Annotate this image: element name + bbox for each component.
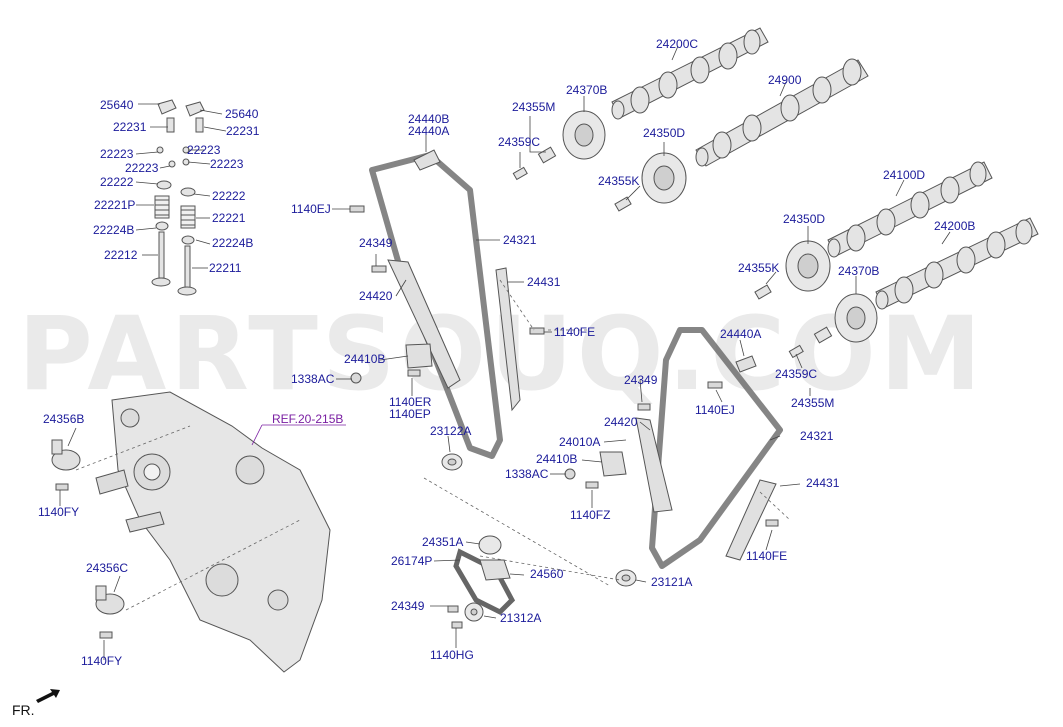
label-1140FY-top[interactable]: 1140FY	[38, 505, 80, 519]
label-24355M-mid[interactable]: 24355M	[791, 396, 835, 410]
label-22231-left[interactable]: 22231	[113, 120, 147, 134]
label-24370B-mid[interactable]: 24370B	[838, 264, 880, 278]
label-24350D-top[interactable]: 24350D	[643, 126, 686, 140]
crank-sprockets	[441, 453, 637, 622]
dashed-lines	[75, 279, 791, 611]
label-24420-mid[interactable]: 24420	[604, 415, 638, 429]
label-22212[interactable]: 22212	[104, 248, 138, 262]
label-24350D-mid[interactable]: 24350D	[783, 212, 826, 226]
label-1338AC-mid[interactable]: 1338AC	[505, 467, 549, 481]
label-23121A[interactable]: 23121A	[651, 575, 693, 589]
label-23122A[interactable]: 23122A	[430, 424, 472, 438]
label-24440A-top[interactable]: 24440A	[408, 124, 450, 138]
cvvt-24350D-top	[641, 152, 687, 204]
label-24440A-mid[interactable]: 24440A	[720, 327, 762, 341]
label-24420-top[interactable]: 24420	[359, 289, 393, 303]
label-1140ER[interactable]: 1140ER	[389, 395, 432, 409]
oil-control-valves	[51, 439, 125, 615]
label-22223-c[interactable]: 22223	[125, 161, 159, 175]
label-1140FZ[interactable]: 1140FZ	[570, 508, 611, 522]
label-ref-20-215B[interactable]: REF.20-215B	[272, 412, 344, 426]
label-1140FE-top[interactable]: 1140FE	[554, 325, 596, 339]
chain-guides	[387, 149, 777, 581]
label-22223-d[interactable]: 22223	[210, 157, 244, 171]
label-1140FE-mid[interactable]: 1140FE	[746, 549, 788, 563]
label-24355K-top[interactable]: 24355K	[598, 174, 640, 188]
label-24355K-mid[interactable]: 24355K	[738, 261, 780, 275]
cvvt-24350D-mid	[785, 240, 831, 292]
label-1140HG[interactable]: 1140HG	[430, 648, 474, 662]
label-24355M-top[interactable]: 24355M	[512, 100, 556, 114]
label-1140EJ-mid[interactable]: 1140EJ	[695, 403, 735, 417]
label-24431-top[interactable]: 24431	[527, 275, 561, 289]
label-24560[interactable]: 24560	[530, 567, 564, 581]
label-24356C[interactable]: 24356C	[86, 561, 129, 575]
sprocket-24370B-top	[562, 110, 606, 160]
label-1140FY-bot[interactable]: 1140FY	[81, 654, 123, 668]
front-direction-label: FR.	[12, 702, 35, 718]
label-24321-mid[interactable]: 24321	[800, 429, 834, 443]
small-parts-top	[512, 146, 833, 359]
label-26174P[interactable]: 26174P	[391, 554, 433, 568]
camshaft-24100D	[827, 161, 993, 258]
label-22211[interactable]: 22211	[209, 261, 242, 275]
label-22223-b[interactable]: 22223	[187, 143, 221, 157]
label-22222-left[interactable]: 22222	[100, 175, 134, 189]
camshaft-24200B	[875, 217, 1039, 310]
bolts	[55, 205, 779, 639]
label-22231-right[interactable]: 22231	[226, 124, 260, 138]
label-22223-a[interactable]: 22223	[100, 147, 134, 161]
label-24410B-mid[interactable]: 24410B	[536, 452, 578, 466]
label-1338AC-top[interactable]: 1338AC	[291, 372, 335, 386]
label-24321-top[interactable]: 24321	[503, 233, 537, 247]
label-24431-mid[interactable]: 24431	[806, 476, 840, 490]
label-24440B[interactable]: 24440B	[408, 112, 450, 126]
valve-train-parts	[151, 99, 205, 296]
label-21312A[interactable]: 21312A	[500, 611, 542, 625]
label-24410B-top[interactable]: 24410B	[344, 352, 386, 366]
timing-cover	[95, 391, 331, 673]
label-22221P[interactable]: 22221P	[94, 198, 136, 212]
label-1140EJ-top[interactable]: 1140EJ	[291, 202, 331, 216]
label-25640-right[interactable]: 25640	[225, 107, 259, 121]
label-24356B[interactable]: 24356B	[43, 412, 85, 426]
label-24900[interactable]: 24900	[768, 73, 802, 87]
label-24349-top[interactable]: 24349	[359, 236, 393, 250]
label-24370B-top[interactable]: 24370B	[566, 83, 608, 97]
label-1140EP[interactable]: 1140EP	[389, 407, 431, 421]
label-24349-bot[interactable]: 24349	[391, 599, 425, 613]
label-24100D[interactable]: 24100D	[883, 168, 926, 182]
label-24200B[interactable]: 24200B	[934, 219, 976, 233]
label-24349-mid[interactable]: 24349	[624, 373, 658, 387]
label-22222-right[interactable]: 22222	[212, 189, 246, 203]
camshaft-24200C	[611, 27, 769, 120]
label-22224B-right[interactable]: 22224B	[212, 236, 254, 250]
fr-arrow-icon	[36, 689, 60, 703]
label-24010A[interactable]: 24010A	[559, 435, 601, 449]
camshaft-24900	[695, 58, 869, 167]
leader-lines	[59, 45, 951, 660]
label-24359C-mid[interactable]: 24359C	[775, 367, 818, 381]
label-24351A[interactable]: 24351A	[422, 535, 464, 549]
timing-chain-24321-lower	[649, 327, 783, 569]
label-24200C[interactable]: 24200C	[656, 37, 699, 51]
label-22224B-left[interactable]: 22224B	[93, 223, 135, 237]
label-24359C-top[interactable]: 24359C	[498, 135, 541, 149]
label-22221[interactable]: 22221	[212, 211, 246, 225]
label-25640-left[interactable]: 25640	[100, 98, 134, 112]
sprocket-24370B-mid	[834, 293, 878, 343]
